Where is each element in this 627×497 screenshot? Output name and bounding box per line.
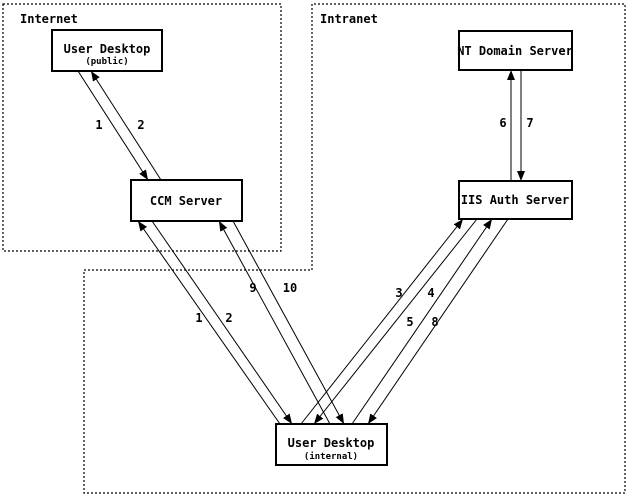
nt-domain-server-box <box>458 30 573 71</box>
edge-8-iis-to-internal-desktop <box>367 218 509 425</box>
node-ccm-server: CCM Server <box>130 179 243 222</box>
edge-label-10: 10 <box>283 281 297 295</box>
edge-label-4: 4 <box>427 286 434 300</box>
edge-2-ccm-to-public-desktop <box>90 70 162 181</box>
node-user-desktop-internal: User Desktop (internal) <box>275 423 388 466</box>
edge-3-internal-desktop-to-iis <box>300 218 464 425</box>
edge-label-8: 8 <box>431 315 438 329</box>
user-desktop-public-subtitle: (public) <box>85 56 128 67</box>
edge-10-ccm-to-internal-desktop <box>232 220 345 425</box>
user-desktop-internal-box <box>275 423 388 466</box>
user-desktop-internal-title: User Desktop <box>288 436 375 450</box>
edge-4-iis-to-internal-desktop <box>313 218 478 425</box>
user-desktop-public-box <box>51 29 163 72</box>
edge-1-internal-desktop-to-ccm <box>137 220 281 425</box>
edge-2-ccm-to-internal-desktop <box>151 220 293 425</box>
iis-auth-server-title: IIS Auth Server <box>461 193 569 207</box>
edge-label-7: 7 <box>526 116 533 130</box>
edge-label-2-public: 2 <box>137 118 144 132</box>
edge-1-public-desktop-to-ccm <box>77 70 149 181</box>
intranet-zone-border <box>83 3 626 494</box>
edge-label-9: 9 <box>249 281 256 295</box>
node-iis-auth-server: IIS Auth Server <box>458 180 573 220</box>
ccm-server-title: CCM Server <box>150 194 222 208</box>
edge-5-internal-desktop-to-iis <box>351 218 493 425</box>
nt-domain-server-title: NT Domain Server <box>457 44 573 58</box>
edge-label-2-internal: 2 <box>225 311 232 325</box>
edge-label-1-internal: 1 <box>195 311 202 325</box>
node-user-desktop-public: User Desktop (public) <box>51 29 163 72</box>
user-desktop-internal-subtitle: (internal) <box>304 451 358 462</box>
edge-9-internal-desktop-to-ccm <box>218 220 331 425</box>
node-nt-domain-server: NT Domain Server <box>457 30 573 71</box>
iis-auth-server-box <box>458 180 573 220</box>
intranet-zone-label: Intranet <box>320 12 378 26</box>
edge-label-1-public: 1 <box>95 118 102 132</box>
internet-zone-label: Internet <box>20 12 78 26</box>
edge-label-5: 5 <box>406 315 413 329</box>
user-desktop-public-title: User Desktop <box>64 42 151 56</box>
ccm-server-box <box>130 179 243 222</box>
edge-label-6: 6 <box>499 116 506 130</box>
internet-zone-border <box>2 3 282 252</box>
edge-label-3: 3 <box>395 286 402 300</box>
